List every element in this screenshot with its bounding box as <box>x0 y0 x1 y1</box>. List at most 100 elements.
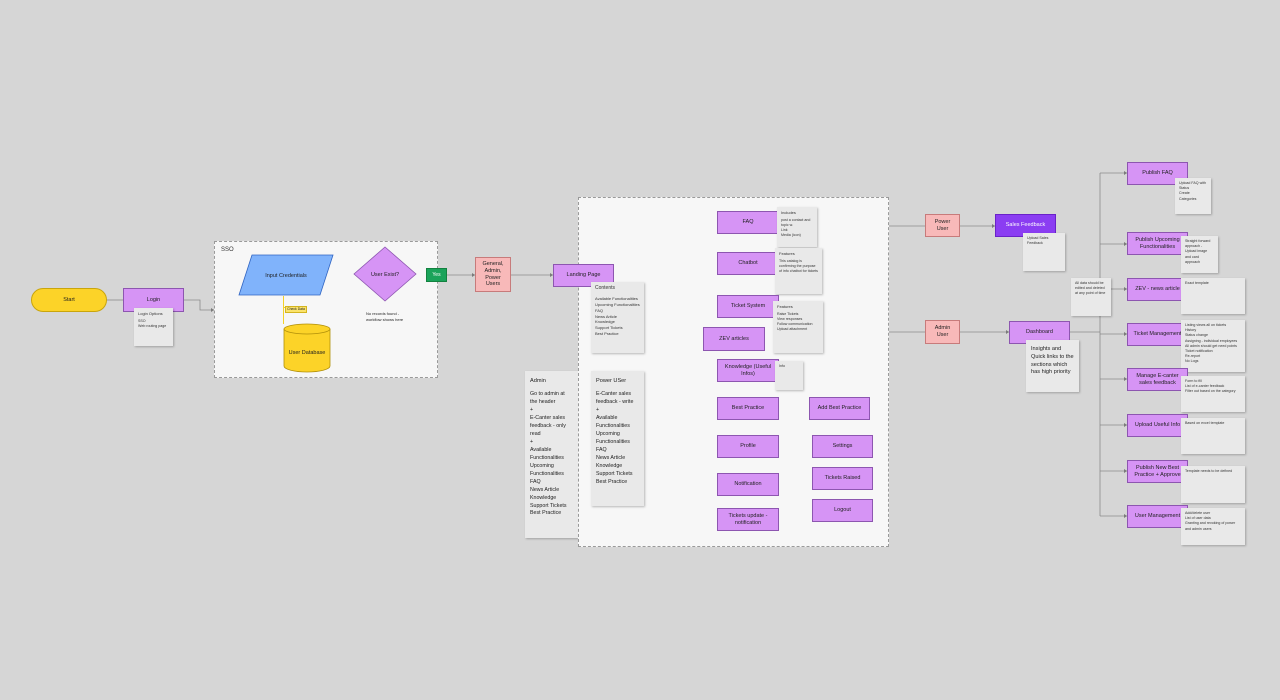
admin-action-note-line: Re-report <box>1185 354 1201 359</box>
faq-note-item: Link <box>781 228 788 233</box>
admin-user-node[interactable]: Admin User <box>925 320 960 344</box>
landing-page-node[interactable]: Landing Page <box>553 264 614 287</box>
power-user-note-line: News Article <box>596 454 626 461</box>
publish-faq-node[interactable]: Publish FAQ <box>1127 162 1188 185</box>
insights-note-text: Insights and Quick links to the sections… <box>1031 346 1074 376</box>
input-credentials-parallelogram[interactable]: Input Credentials <box>238 254 334 296</box>
upload-useful-info-node[interactable]: Upload Useful Info <box>1127 414 1188 437</box>
ticket-management-node[interactable]: Ticket Management <box>1127 323 1188 346</box>
admin-action-note-line: Create Categories <box>1179 191 1197 201</box>
power-user-note-line: + <box>596 407 600 414</box>
check-data-tag: Check Data <box>285 306 307 313</box>
admin-note-line: Support Tickets <box>530 502 567 509</box>
admin-note-line: Available Functionalities <box>530 446 564 461</box>
chatbot-node[interactable]: Chatbot <box>717 252 779 275</box>
ticket-note-item: Raise Tickets <box>777 311 799 316</box>
login-options-note: Login Options SSO Web routing page <box>134 308 173 346</box>
admin-action-note-line: List of e-canter feedback <box>1185 384 1225 389</box>
sso-frame-title: SSO <box>221 247 234 253</box>
chatbot-features-note: Features This catalog is confirming the … <box>775 248 822 294</box>
admin-note-line: News Article <box>530 486 560 493</box>
ticket-note-item: Follow communication <box>777 322 813 327</box>
power-user-node[interactable]: Power User <box>925 214 960 237</box>
start-node[interactable]: Start <box>31 288 107 312</box>
best-practice-node[interactable]: Best Practice <box>717 397 779 420</box>
notification-node[interactable]: Notification <box>717 473 779 496</box>
contents-item: Best Practice <box>595 331 619 337</box>
publish-faq-note: Upload FAQ with Status Create Categories <box>1175 178 1211 214</box>
knowledge-note: Info <box>775 361 803 390</box>
profile-node[interactable]: Profile <box>717 435 779 458</box>
user-exist-decision[interactable]: User Exist? <box>353 246 417 302</box>
chatbot-note-item: This catalog is confirming the purpose o… <box>779 258 818 274</box>
power-user-note-line: Available Functionalities <box>596 415 630 430</box>
logout-node[interactable]: Logout <box>812 499 873 522</box>
admin-action-note-line: Straight forward approach - Upload image… <box>1185 239 1211 264</box>
contents-item: FAQ <box>595 307 604 313</box>
admin-action-note-line: Listing views all on tickets <box>1185 323 1227 327</box>
admin-action-note-line: Ticket notification <box>1185 349 1213 354</box>
knowledge-note-text: Info <box>779 364 785 368</box>
ticket-note-item: Upload attachment <box>777 327 808 332</box>
contents-item: Upcoming Functionalities <box>595 302 640 308</box>
admin-note-title: Admin <box>530 378 546 384</box>
admin-action-note-line: No Logs <box>1185 359 1199 364</box>
tickets-update-node[interactable]: Tickets update - notification <box>717 508 779 531</box>
admin-action-note-line: Add/delete user <box>1185 511 1211 515</box>
no-records-line: workflow shows here <box>366 316 404 322</box>
data-edit-note: All data should be edited and deleted at… <box>1071 278 1111 316</box>
user-type: Power <box>485 274 501 281</box>
admin-action-note-line: Filter out based on the category <box>1185 389 1236 394</box>
tickets-raised-node[interactable]: Tickets Raised <box>812 467 873 490</box>
ticket-management-note: Listing views all on tickets History Sta… <box>1181 320 1245 372</box>
contents-item: Support Tickets <box>595 325 623 331</box>
power-user-note-line: FAQ <box>596 446 607 453</box>
zev-articles-node[interactable]: ZEV articles <box>703 327 765 351</box>
user-types-node[interactable]: General, Admin, Power Users <box>475 257 511 292</box>
faq-node[interactable]: FAQ <box>717 211 779 234</box>
admin-note-line: FAQ <box>530 478 541 485</box>
contents-note: Contents Available Functionalities Upcom… <box>591 282 644 353</box>
admin-note-line: Best Practice <box>530 510 562 517</box>
admin-action-note-line: Template needs to be defined <box>1185 469 1233 473</box>
user-type: Admin, <box>484 267 502 274</box>
publish-best-practice-node[interactable]: Publish New Best Practice + Approve <box>1127 460 1188 483</box>
ticket-note-title: Features <box>777 304 793 309</box>
zev-news-article-node[interactable]: ZEV - news article <box>1127 278 1188 301</box>
faq-note-item: Media (icon) <box>781 233 801 238</box>
admin-action-note-line: Status change <box>1185 333 1208 338</box>
ticket-note-item: View responses <box>777 317 803 321</box>
knowledge-node[interactable]: Knowledge (Useful Infos) <box>717 359 779 382</box>
power-user-note-line: E-Canter sales feedback - write <box>596 391 634 406</box>
zev-news-note: Exact template <box>1181 278 1245 314</box>
chatbot-note-title: Features <box>779 251 795 256</box>
yes-label: Yes <box>426 268 447 282</box>
ticket-system-node[interactable]: Ticket System <box>717 295 779 318</box>
contents-item: Knowledge <box>595 319 615 325</box>
insights-note: Insights and Quick links to the sections… <box>1026 340 1079 392</box>
admin-action-note-line: All admin should get need points <box>1185 343 1237 348</box>
user-type: Users <box>485 281 501 288</box>
power-user-note-line: Support Tickets <box>596 470 633 477</box>
contents-item: Available Functionalities <box>595 296 638 302</box>
settings-node[interactable]: Settings <box>812 435 873 458</box>
add-best-practice-node[interactable]: Add Best Practice <box>809 397 870 420</box>
publish-best-practice-note: Template needs to be defined <box>1181 466 1245 503</box>
admin-note-line: Upcoming Functionalities <box>530 462 564 477</box>
admin-note-line: + <box>530 439 534 446</box>
user-database-cylinder[interactable]: User Database <box>283 323 331 373</box>
admin-permissions-note: Admin Go to admin at the header + E-Cant… <box>525 371 578 538</box>
upload-sales-feedback-text: Upload Sales Feedback <box>1027 236 1049 246</box>
admin-note-line: E-Canter sales feedback - only read <box>530 415 566 438</box>
data-edit-note-text: All data should be edited and deleted at… <box>1075 281 1106 296</box>
power-user-note-line: Upcoming Functionalities <box>596 431 630 446</box>
faq-includes-note: Includes post a contact and topic w. Lin… <box>777 207 817 247</box>
power-user-note-line: Knowledge <box>596 462 623 469</box>
admin-action-note-line: Granting and revoking of power and admin… <box>1185 521 1236 531</box>
manage-ecanter-feedback-node[interactable]: Manage E-canter sales feedback <box>1127 368 1188 391</box>
upload-sales-feedback-note: Upload Sales Feedback <box>1023 233 1065 271</box>
admin-action-note-line: History <box>1185 328 1197 333</box>
user-management-node[interactable]: User Management <box>1127 505 1188 528</box>
publish-upcoming-node[interactable]: Publish Upcoming Functionalities <box>1127 232 1188 255</box>
user-management-note: Add/delete user List of user data Granti… <box>1181 508 1245 545</box>
